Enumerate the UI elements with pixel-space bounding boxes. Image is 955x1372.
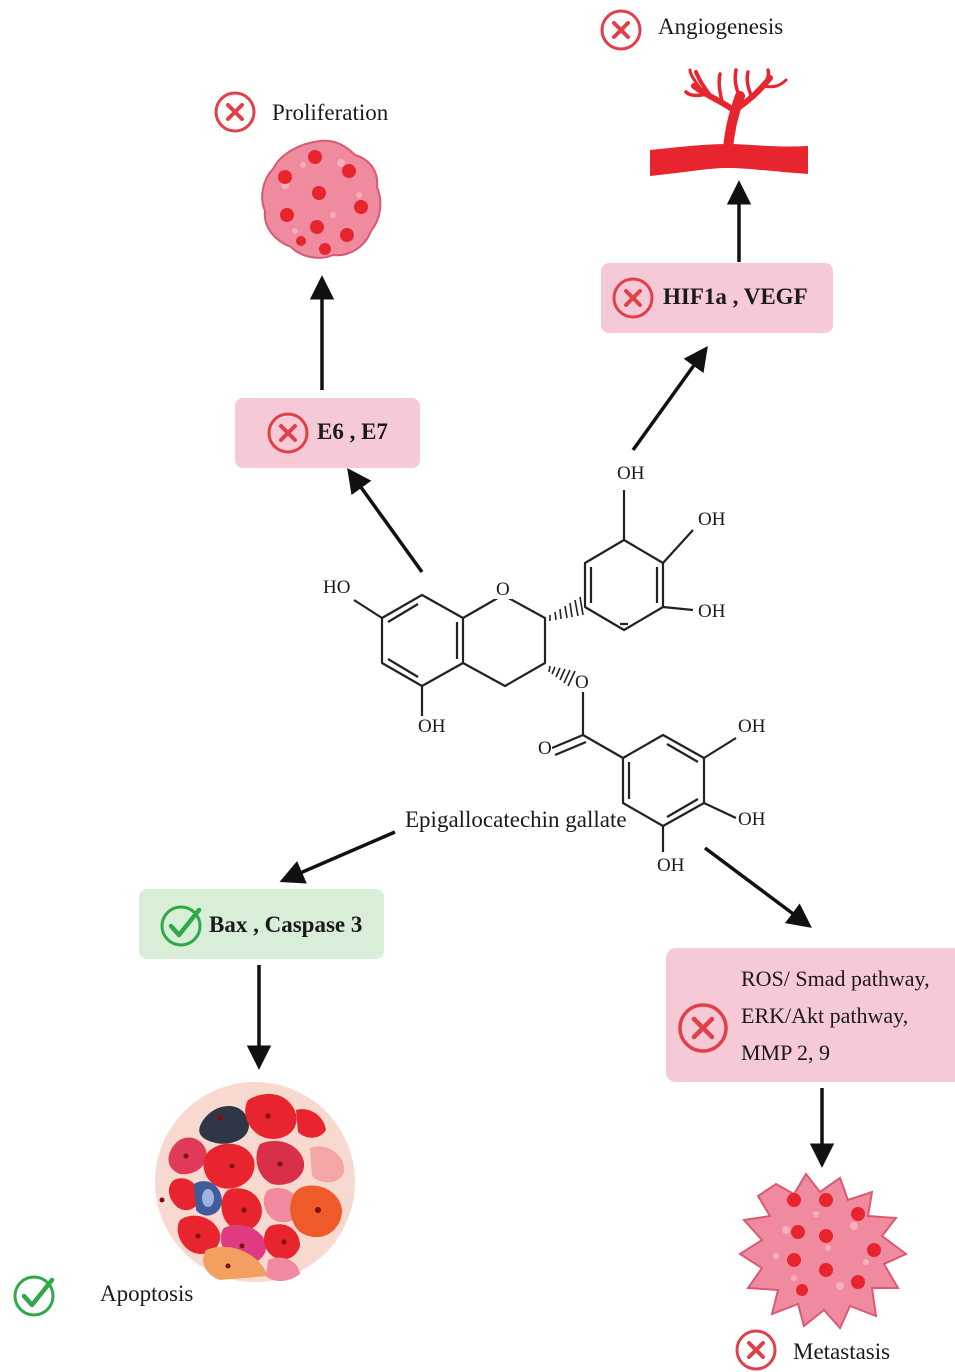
atom-o-carbonyl: O: [538, 738, 552, 759]
arrow-egcg-to-hif: [631, 346, 708, 452]
target-box-bax-caspase: Bax , Caspase 3: [139, 889, 384, 959]
target-ros-line-3: MMP 2, 9: [741, 1040, 831, 1065]
target-hif-vegf-label: HIF1a , VEGF: [663, 284, 808, 309]
target-bax-caspase-label: Bax , Caspase 3: [209, 912, 363, 937]
atom-oh-b-top: OH: [617, 463, 645, 484]
check-circle-icon: [13, 1275, 55, 1317]
atom-o-ester: O: [575, 672, 589, 693]
label-angiogenesis: Angiogenesis: [658, 14, 784, 39]
arrow-egcg-to-ros: [703, 846, 812, 928]
label-apoptosis: Apoptosis: [100, 1281, 194, 1306]
target-ros-lines: ROS/ Smad pathway, ERK/Akt pathway, MMP …: [741, 960, 930, 1071]
target-box-hif-vegf: HIF1a , VEGF: [601, 263, 833, 333]
atom-oh-d-mid: OH: [738, 809, 766, 830]
atom-oh-b-low: OH: [698, 601, 726, 622]
metastasis-cell-cluster: [738, 1172, 908, 1330]
atom-oh-a-ring: OH: [418, 716, 446, 737]
atom-o-ring: O: [494, 579, 512, 600]
atom-oh-d-low: OH: [657, 855, 685, 876]
x-circle-icon: [214, 91, 256, 133]
target-ros-line-2: ERK/Akt pathway,: [741, 1003, 909, 1028]
stereo-bonds: [548, 596, 584, 687]
x-circle-icon: [600, 9, 642, 51]
x-circle-icon: [267, 412, 309, 454]
arrow-egcg-to-bax: [279, 830, 396, 884]
x-circle-icon: [678, 1003, 728, 1053]
atom-oh-b-mid: OH: [698, 509, 726, 530]
egcg-structure: [353, 490, 737, 852]
x-circle-icon: [612, 277, 654, 319]
label-metastasis: Metastasis: [793, 1339, 891, 1364]
atom-oh-d-top: OH: [738, 716, 766, 737]
target-ros-line-1: ROS/ Smad pathway,: [741, 966, 930, 991]
target-box-ros-pathways: ROS/ Smad pathway, ERK/Akt pathway, MMP …: [666, 948, 955, 1082]
arrow-egcg-to-e6: [347, 468, 424, 574]
apoptosis-cell-cluster: [155, 1082, 355, 1282]
blood-vessel-illustration: [650, 68, 808, 176]
atom-ho-left: HO: [323, 577, 351, 598]
target-box-e6-e7: E6 , E7: [235, 398, 420, 468]
proliferation-cell-cluster: [261, 139, 382, 259]
label-proliferation: Proliferation: [272, 100, 389, 125]
molecule-name: Epigallocatechin gallate: [405, 807, 627, 832]
check-circle-icon: [160, 905, 202, 947]
x-circle-icon: [735, 1329, 777, 1371]
target-e6-e7-label: E6 , E7: [317, 419, 388, 444]
